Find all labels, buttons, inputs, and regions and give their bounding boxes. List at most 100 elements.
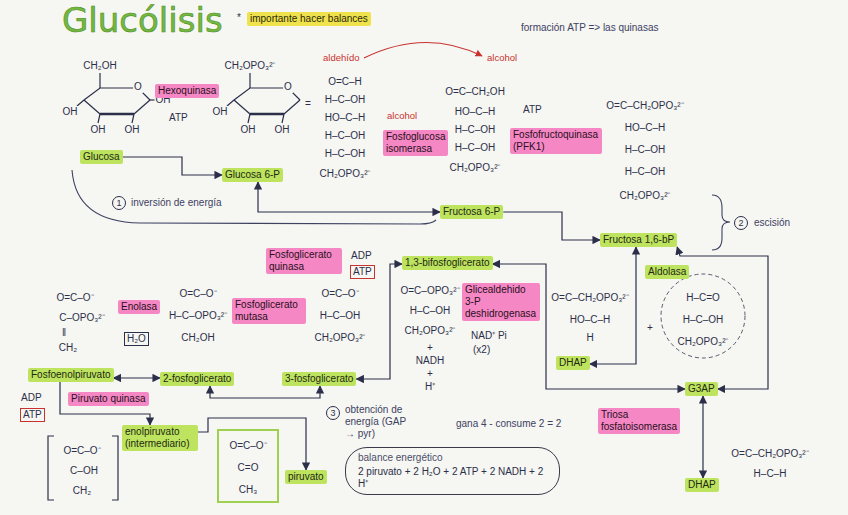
annotation: obtención de energía (GAP → pyr): [344, 404, 410, 440]
structure-text: ADP: [20, 392, 43, 404]
compound-label: Fructosa 6-P: [440, 205, 503, 219]
structure-text: O=C–O⁻: [62, 445, 101, 457]
structure-text: CH₂OPO₃²⁻: [449, 162, 502, 174]
curly-bracket: [712, 195, 730, 250]
structure-text: HO–C–H: [624, 122, 667, 134]
structure-text: NAD⁺ Pi: [470, 330, 508, 342]
structure-text: O=C–O⁻: [178, 288, 217, 300]
structure-text: H–C–OH: [324, 148, 367, 160]
structure-text: O=C–CH₂OPO₃²⁻: [550, 292, 629, 304]
annotation: inversión de energía: [130, 197, 223, 209]
enzyme-label: Fosfoglicerato quinasa: [266, 248, 342, 274]
compound-label: 3-fosfoglicerato: [282, 372, 356, 386]
structure-text: O=C–O⁻: [320, 288, 359, 300]
compound-label: DHAP: [556, 356, 590, 370]
node-text: Fructosa 1,6-bP: [603, 234, 674, 246]
structure-text: ‖: [61, 327, 67, 339]
node-text: Fructosa 6-P: [443, 206, 500, 218]
isomerization-arrow: [364, 42, 482, 58]
reaction-arrow: [356, 264, 402, 379]
structure-text: ADP: [350, 250, 373, 262]
structure-text: H–C–H: [753, 468, 788, 480]
bracket: [48, 436, 54, 500]
structure-text: C–OPO₃²⁻: [58, 312, 105, 324]
structure-text: H–C=O: [685, 292, 721, 304]
compound-label: 2-fosfoglicerato: [160, 372, 234, 386]
structure-text: O=C–CH₂OPO₃²⁻: [730, 448, 809, 460]
compound-label: enolpiruvato (intermediario): [122, 425, 198, 451]
reaction-arrow: [210, 386, 320, 398]
enzyme-label: Hexoquinasa: [155, 84, 219, 98]
node-text: enolpiruvato (intermediario): [125, 426, 195, 450]
node-text: Enolasa: [121, 301, 157, 313]
structure-text: O: [133, 81, 143, 93]
compound-label: G3AP: [685, 382, 718, 396]
structure-text: H–C–OH: [624, 166, 667, 178]
node-text: Fosfoglicerato quinasa: [269, 249, 339, 273]
node-text: Glicealdehido 3-P deshidrogenasa: [465, 284, 537, 320]
step-number: 1: [112, 196, 126, 210]
structure-text: ATP: [522, 104, 543, 116]
node-text: piruvato: [288, 471, 324, 483]
red-annotation: alcohol: [386, 110, 418, 122]
structure-text: CH₂OPO₃²⁻: [404, 325, 457, 337]
reaction-arrow: [258, 182, 440, 212]
node-text: Glucosa 6-P: [225, 169, 280, 181]
enzyme-label: Fosfoglucosa isomerasa: [383, 130, 448, 156]
balance-box: balance energético2 piruvato + 2 H₂O + 2…: [345, 447, 560, 495]
annotation: gana 4 - consume 2 = 2: [455, 418, 562, 430]
node-text: 2-fosfoglicerato: [163, 373, 231, 385]
node-text: Triosa fosfatoisomerasa: [601, 409, 677, 433]
compound-label: Fructosa 1,6-bP: [600, 233, 677, 247]
step-number: 2: [734, 216, 748, 230]
reaction-arrow: [677, 247, 768, 389]
compound-label: Glucosa: [80, 150, 123, 164]
glucose-ring: [77, 73, 155, 123]
structure-text: O=C–CH₂OPO₃²⁻: [605, 100, 684, 112]
structure-text: C=O: [237, 462, 260, 474]
node-text: G3AP: [688, 383, 715, 395]
node-text: Fosfoglucosa isomerasa: [386, 131, 445, 155]
structure-text: H: [585, 332, 594, 344]
node-text: 2 piruvato + 2 H₂O + 2 ATP + 2 NADH + 2 …: [358, 466, 547, 490]
node-text: Fosfoenolpiruvato: [31, 369, 111, 381]
boxed-molecule: ATP: [20, 408, 45, 422]
structure-text: OH: [240, 124, 257, 136]
structure-text: HO–C–H: [569, 314, 612, 326]
structure-text: (x2): [472, 344, 491, 356]
structure-text: H–C–OH: [682, 314, 725, 326]
enzyme-label: Triosa fosfatoisomerasa: [598, 408, 680, 434]
structure-text: O=C–OPO₃²⁻: [399, 285, 460, 297]
structure-text: +: [646, 322, 654, 334]
structure-text: C–OH: [69, 465, 99, 477]
node-text: DHAP: [688, 479, 716, 491]
glucose-6p-ring: [227, 73, 300, 123]
enzyme-label: Piruvato quinasa: [68, 392, 149, 406]
structure-text: H–C–OH: [319, 310, 362, 322]
structure-text: OH: [212, 106, 229, 118]
structure-text: HO–C–H: [324, 112, 367, 124]
dashed-circle: [661, 274, 745, 358]
bracket: [112, 436, 118, 500]
boxed-molecule: H₂O: [124, 332, 149, 346]
structure-text: NADH: [415, 355, 445, 367]
node-text: 3-fosfoglicerato: [285, 373, 353, 385]
node-text: Fosfofructoquinasa (PFK1): [513, 129, 599, 153]
node-text: importante hacer balances: [250, 13, 368, 25]
annotation: formación ATP => las quinasas: [520, 22, 660, 34]
node-text: Fosfoglicerato mutasa: [235, 299, 303, 323]
structure-text: H–C–OH: [324, 94, 367, 106]
structure-text: CH₂OPO₃²⁻: [314, 332, 367, 344]
compound-label: Glucosa 6-P: [222, 168, 283, 182]
structure-text: OH: [124, 124, 141, 136]
title: Glucólisis: [62, 0, 223, 40]
node-text: 1,3-bifosfoglicerato: [405, 257, 490, 269]
structure-text: CH₂OPO₃²⁻: [319, 168, 372, 180]
red-annotation: alcohol: [486, 52, 518, 64]
structure-text: ATP: [168, 112, 189, 124]
structure-text: CH₃: [238, 484, 259, 496]
structure-text: CH₂OH: [180, 332, 215, 344]
note-highlight: importante hacer balances: [247, 12, 371, 26]
structure-text: H–C–OH: [624, 144, 667, 156]
structure-text: H–C–OPO₃²⁻: [168, 310, 228, 322]
